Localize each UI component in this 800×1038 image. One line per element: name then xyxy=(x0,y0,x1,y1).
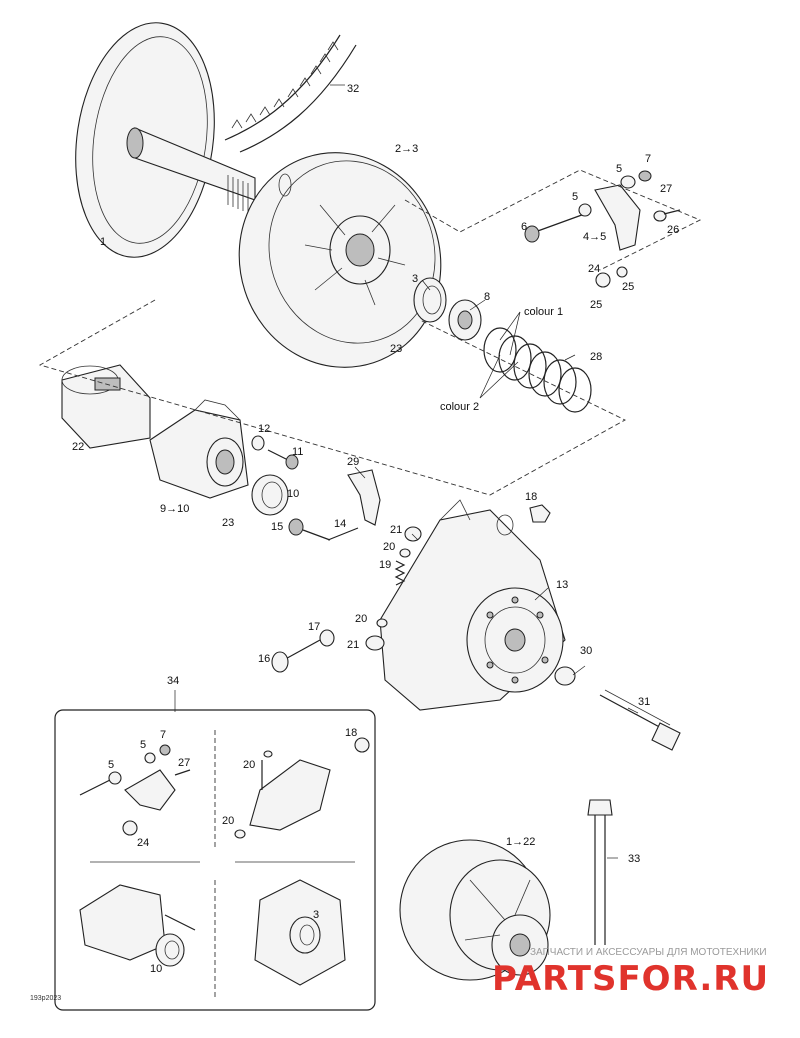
label-part-14: 14 xyxy=(334,518,346,530)
label-part-19: 19 xyxy=(379,559,391,571)
inset-label-3: 3 xyxy=(313,909,319,921)
label-part-9-10: 9→10 xyxy=(160,503,189,515)
roller-21a xyxy=(404,526,422,542)
label-part-10: 10 xyxy=(287,488,299,500)
label-part-30: 30 xyxy=(580,645,592,657)
inset-label-24: 24 xyxy=(137,837,149,849)
label-part-25b: 25 xyxy=(590,299,602,311)
inset-label-18: 18 xyxy=(345,727,357,739)
label-part-16: 16 xyxy=(258,653,270,665)
label-part-17: 17 xyxy=(308,621,320,633)
watermark: ЗАПЧАСТИ И АКСЕССУАРЫ ДЛЯ МОТОТЕХНИКИ PA… xyxy=(492,947,769,999)
label-part-5a: 5 xyxy=(572,191,578,203)
inset-label-20b: 20 xyxy=(222,815,234,827)
movable-sheave-2-3 xyxy=(238,152,442,368)
pin-14 xyxy=(327,527,359,541)
group-boundary-lines xyxy=(38,169,702,496)
drawing-reference-code: 193p2023 xyxy=(30,995,61,1002)
watermark-tagline: ЗАПЧАСТИ И АКСЕССУАРЫ ДЛЯ МОТОТЕХНИКИ xyxy=(530,947,767,958)
label-part-12: 12 xyxy=(258,423,270,435)
drive-belt-32 xyxy=(224,34,357,153)
washer-17 xyxy=(319,629,335,647)
inset-label-7: 7 xyxy=(160,729,166,741)
label-part-28: 28 xyxy=(590,351,602,363)
bolt-33 xyxy=(587,799,613,945)
label-part-26: 26 xyxy=(667,224,679,236)
label-colour-1: colour 1 xyxy=(524,306,563,318)
fixed-sheave-1 xyxy=(75,22,256,258)
label-colour-2: colour 2 xyxy=(440,401,479,413)
weight-29 xyxy=(347,469,381,526)
inset-label-5b: 5 xyxy=(140,739,146,751)
bolt-16 xyxy=(271,639,321,673)
leader-lines xyxy=(174,84,639,859)
label-part-32: 32 xyxy=(347,83,359,95)
screw-15 xyxy=(288,518,331,541)
washer-30 xyxy=(554,666,576,686)
label-part-20a: 20 xyxy=(383,541,395,553)
washer-20b xyxy=(376,618,388,628)
inset-labels: 5 5 7 27 24 18 20 20 3 10 xyxy=(108,727,357,975)
watermark-brand: PARTSFOR.RU xyxy=(492,959,769,999)
spring-19 xyxy=(394,560,406,586)
cover-22 xyxy=(61,364,151,449)
label-part-15: 15 xyxy=(271,521,283,533)
label-part-4-5: 4→5 xyxy=(583,231,606,243)
bolt-31 xyxy=(599,689,681,751)
label-part-34: 34 xyxy=(167,675,179,687)
assembled-clutch-1-22 xyxy=(399,839,551,981)
label-part-23b: 23 xyxy=(222,517,234,529)
spring-28 xyxy=(483,327,592,413)
label-part-11: 11 xyxy=(292,446,303,458)
label-part-5b: 5 xyxy=(616,163,622,175)
label-part-1: 1 xyxy=(100,236,106,248)
nut-18 xyxy=(529,504,551,523)
label-part-33: 33 xyxy=(628,853,640,865)
bushing-10 xyxy=(251,474,289,516)
label-part-31: 31 xyxy=(638,696,650,708)
label-part-27: 27 xyxy=(660,183,672,195)
label-part-6: 6 xyxy=(521,221,527,233)
washer-12 xyxy=(251,435,265,451)
label-part-18: 18 xyxy=(525,491,537,503)
part-labels: 1 32 2→3 3 23 8 colour 1 28 colour 2 6 5… xyxy=(72,83,679,865)
lever-assembly-4-5 xyxy=(524,170,681,288)
label-part-7: 7 xyxy=(645,153,651,165)
label-part-29: 29 xyxy=(347,456,359,468)
label-part-2-3: 2→3 xyxy=(395,143,418,155)
inset-label-5a: 5 xyxy=(108,759,114,771)
label-part-13: 13 xyxy=(556,579,568,591)
bushing-3 xyxy=(413,277,447,323)
washer-8 xyxy=(448,299,482,341)
label-part-23a: 23 xyxy=(390,343,402,355)
label-part-20b: 20 xyxy=(355,613,367,625)
inset-label-20a: 20 xyxy=(243,759,255,771)
label-part-21a: 21 xyxy=(390,524,402,536)
label-part-25a: 25 xyxy=(622,281,634,293)
inset-box-34 xyxy=(54,709,376,1011)
label-part-1-22: 1→22 xyxy=(506,836,535,848)
roller-21b xyxy=(365,635,385,651)
screw-11 xyxy=(267,449,299,470)
label-part-8: 8 xyxy=(484,291,490,303)
governor-cup-13 xyxy=(379,499,566,711)
inset-label-27: 27 xyxy=(178,757,190,769)
label-part-24: 24 xyxy=(588,263,600,275)
label-part-21b: 21 xyxy=(347,639,359,651)
spider-9-10 xyxy=(149,399,249,499)
label-part-22: 22 xyxy=(72,441,84,453)
washer-20a xyxy=(399,548,411,558)
label-part-3: 3 xyxy=(412,273,418,285)
inset-label-10: 10 xyxy=(150,963,162,975)
